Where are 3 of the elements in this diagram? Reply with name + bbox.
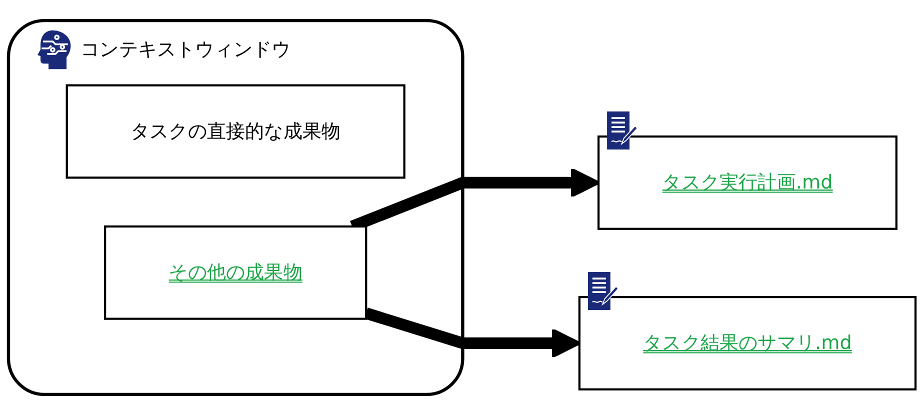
node-box: タスク実行計画.md — [597, 135, 898, 230]
node-box: タスクの直接的な成果物 — [66, 84, 406, 179]
node-box: タスク結果のサマリ.md — [578, 296, 917, 390]
